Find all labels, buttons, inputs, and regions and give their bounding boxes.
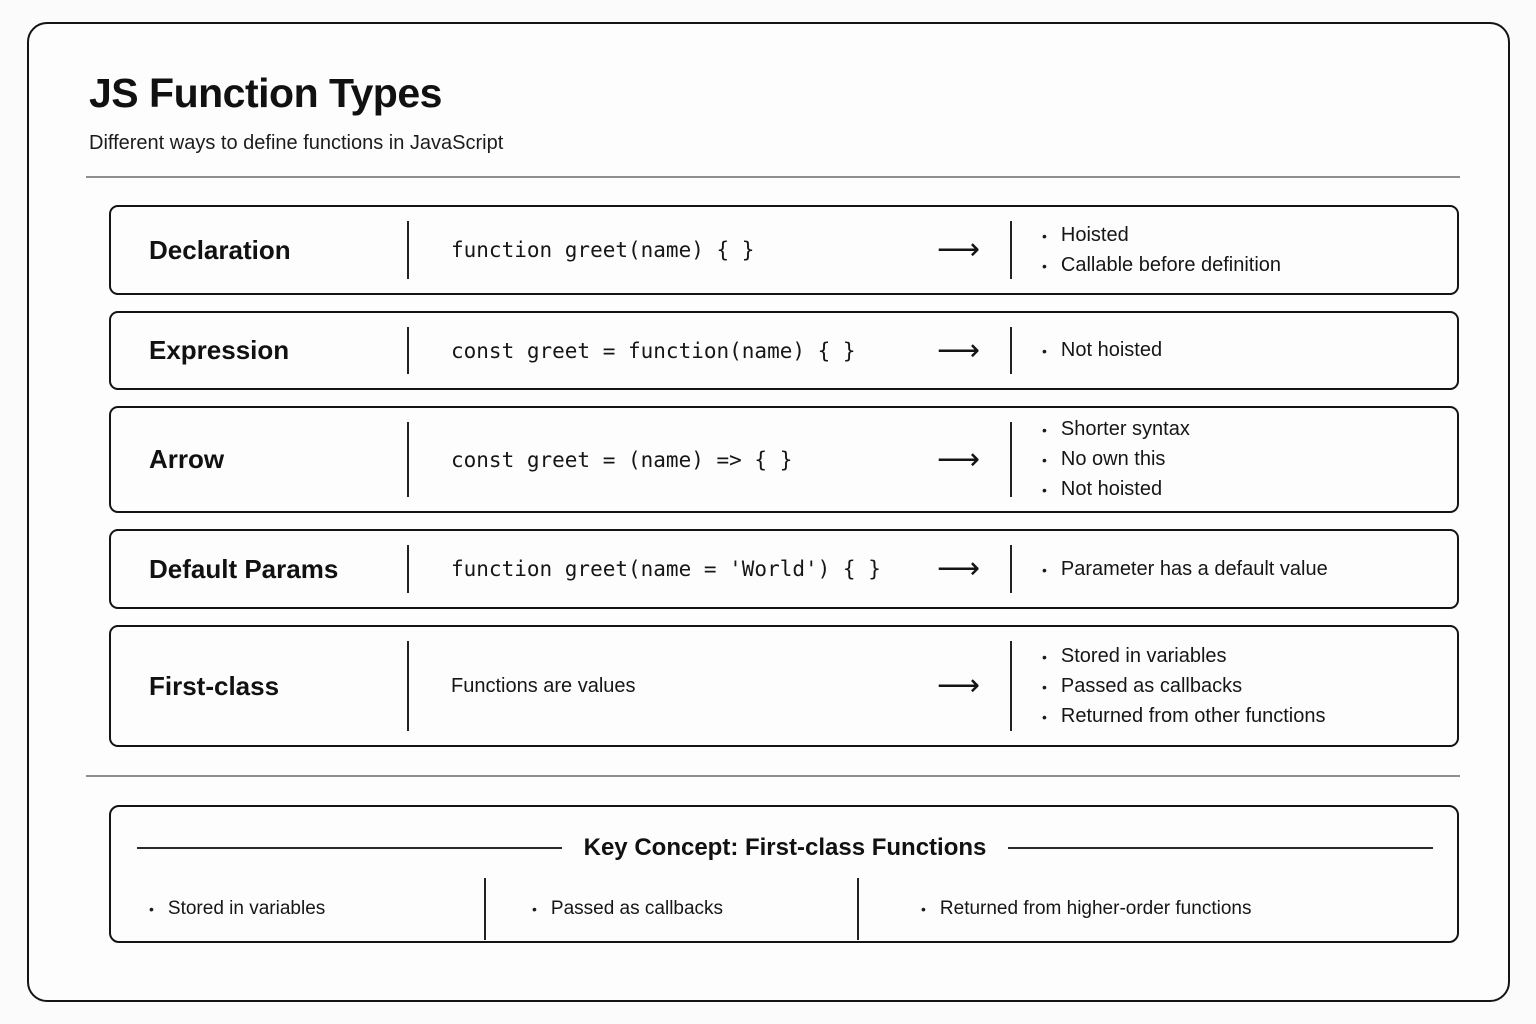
bullet-icon: • xyxy=(149,901,154,917)
note-text: Stored in variables xyxy=(1060,644,1227,667)
function-type-rows: Declaration function greet(name) { } ⟶ •… xyxy=(109,205,1459,747)
vertical-divider xyxy=(407,545,409,593)
row-label: Declaration xyxy=(149,234,291,265)
vertical-divider xyxy=(484,878,486,940)
row-default-params: Default Params function greet(name = 'Wo… xyxy=(109,529,1459,609)
row-code: const greet = (name) => { } xyxy=(451,447,793,472)
row-notes: • Shorter syntax • No own this • Not hoiste… xyxy=(1012,408,1457,511)
row-notes: • Hoisted • Callable before definition xyxy=(1012,214,1457,287)
note-item: • Callable before definition xyxy=(1042,254,1447,277)
vertical-divider xyxy=(407,641,409,731)
note-item: • Not hoisted xyxy=(1042,339,1447,362)
row-label: First-class xyxy=(149,670,280,701)
note-item: • Passed as callbacks xyxy=(1042,675,1447,698)
row-description: Functions are values xyxy=(451,674,636,697)
note-item: • Parameter has a default value xyxy=(1042,558,1447,581)
bottom-divider xyxy=(86,775,1460,777)
bullet-icon: • xyxy=(1042,343,1047,359)
vertical-divider xyxy=(1010,641,1012,731)
arrow-right-icon: ⟶ xyxy=(936,551,980,586)
note-item: • Not hoisted xyxy=(1042,478,1447,501)
note-item: • Stored in variables xyxy=(1042,645,1447,668)
arrow-right-icon: ⟶ xyxy=(936,232,980,267)
note-item: • No own this xyxy=(1042,448,1447,471)
arrow-right-icon: ⟶ xyxy=(936,441,980,477)
row-label: Default Params xyxy=(149,553,339,584)
note-item: • Returned from other functions xyxy=(1042,705,1447,728)
row-notes: • Not hoisted xyxy=(1012,329,1457,372)
key-concept-header: Key Concept: First-class Functions xyxy=(137,834,1433,862)
bullet-icon: • xyxy=(1042,678,1047,695)
row-notes: • Parameter has a default value xyxy=(1012,548,1457,591)
vertical-divider xyxy=(407,422,409,497)
vertical-divider xyxy=(857,878,859,940)
row-notes: • Stored in variables • Passed as callback… xyxy=(1012,635,1457,738)
top-divider xyxy=(86,176,1460,178)
key-item-text: Stored in variables xyxy=(167,898,326,919)
bullet-icon: • xyxy=(1042,708,1047,725)
key-concept-box: Key Concept: First-class Functions • Stor… xyxy=(109,805,1459,943)
note-text: Hoisted xyxy=(1060,223,1129,246)
page-subtitle: Different ways to define functions in Ja… xyxy=(89,132,504,154)
note-text: Returned from other functions xyxy=(1060,704,1326,727)
key-concept-title: Key Concept: First-class Functions xyxy=(583,834,987,861)
row-code: function greet(name = 'World') { } xyxy=(451,557,881,581)
note-text: Not hoisted xyxy=(1060,478,1163,500)
note-text: Parameter has a default value xyxy=(1060,557,1328,580)
row-code: const greet = function(name) { } xyxy=(451,338,856,363)
header-line-left xyxy=(137,847,562,849)
note-item: • Shorter syntax xyxy=(1042,418,1447,441)
key-concept-item: • Returned from higher-order functions xyxy=(859,878,1457,940)
arrow-right-icon: ⟶ xyxy=(936,332,980,368)
note-text: Shorter syntax xyxy=(1060,418,1190,440)
vertical-divider xyxy=(1010,422,1012,497)
header: JS Function Types Different ways to defi… xyxy=(29,24,1508,155)
bullet-icon: • xyxy=(1042,422,1047,438)
vertical-divider xyxy=(1010,221,1012,279)
row-first-class: First-class Functions are values ⟶ • Stor… xyxy=(109,625,1459,747)
vertical-divider xyxy=(1010,545,1012,593)
bullet-icon: • xyxy=(1042,227,1047,244)
vertical-divider xyxy=(407,327,409,374)
page-title: JS Function Types xyxy=(89,70,442,116)
key-concept-items: • Stored in variables • Passed as callback… xyxy=(111,878,1457,940)
header-line-right xyxy=(1008,847,1433,849)
key-concept-item: • Stored in variables xyxy=(111,878,484,940)
bullet-icon: • xyxy=(1042,561,1047,578)
note-text: Callable before definition xyxy=(1060,253,1282,276)
row-declaration: Declaration function greet(name) { } ⟶ •… xyxy=(109,205,1459,295)
bullet-icon: • xyxy=(1042,452,1047,468)
bullet-icon: • xyxy=(1042,482,1047,498)
row-label: Arrow xyxy=(149,444,225,474)
vertical-divider xyxy=(407,221,409,279)
bullet-icon: • xyxy=(1042,257,1047,274)
note-text: Passed as callbacks xyxy=(1060,674,1243,697)
key-item-text: Returned from higher-order functions xyxy=(939,898,1252,919)
row-expression: Expression const greet = function(name) … xyxy=(109,311,1459,390)
note-item: • Hoisted xyxy=(1042,224,1447,247)
note-text: Not hoisted xyxy=(1060,339,1163,361)
vertical-divider xyxy=(1010,327,1012,374)
row-code: function greet(name) { } xyxy=(451,238,755,262)
diagram-panel: JS Function Types Different ways to defi… xyxy=(27,22,1510,1002)
row-label: Expression xyxy=(149,335,290,365)
row-arrow-function: Arrow const greet = (name) => { } ⟶ • Sho… xyxy=(109,406,1459,513)
arrow-right-icon: ⟶ xyxy=(936,668,980,703)
bullet-icon: • xyxy=(921,901,926,917)
key-item-text: Passed as callbacks xyxy=(550,898,724,919)
bullet-icon: • xyxy=(532,901,537,917)
note-text: No own this xyxy=(1060,448,1166,470)
key-concept-item: • Passed as callbacks xyxy=(486,878,857,940)
bullet-icon: • xyxy=(1042,648,1047,665)
